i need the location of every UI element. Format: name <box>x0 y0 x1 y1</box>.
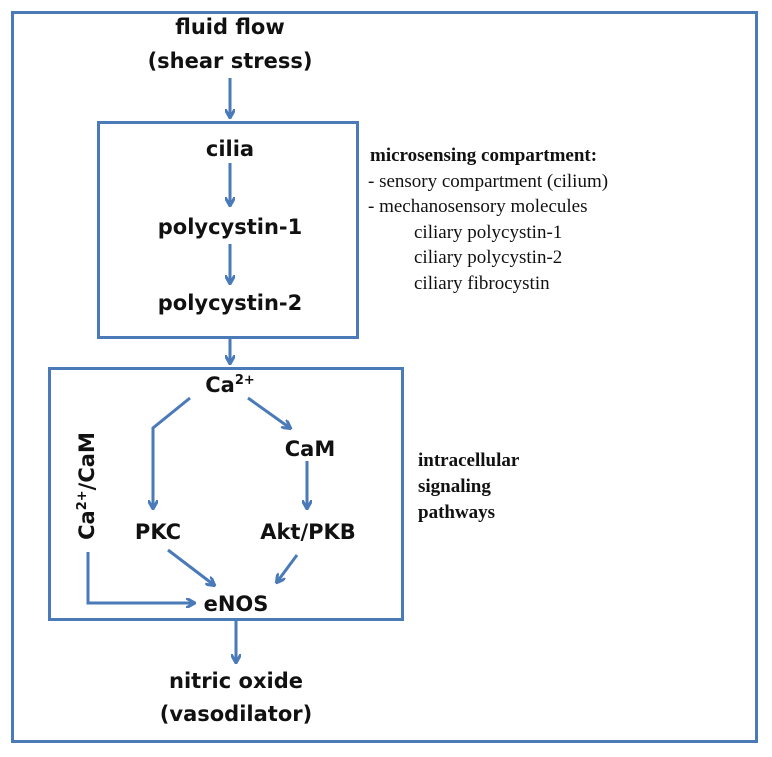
microsensing-line-2: - mechanosensory molecules <box>368 196 588 217</box>
signaling-box <box>48 367 404 621</box>
polycystin-1-node: polycystin-1 <box>157 215 303 239</box>
intracellular-line-3: pathways <box>418 502 496 523</box>
arrow-ca-to-cam <box>247 396 290 428</box>
pkc-node: PKC <box>134 520 182 544</box>
microsensing-line-1: - sensory compartment (cilium) <box>368 171 609 192</box>
cam-node: CaM <box>284 437 336 461</box>
nitric-oxide-node: nitric oxide <box>169 669 303 693</box>
calcium-base: Ca <box>205 373 235 397</box>
cilia-node: cilia <box>205 137 255 161</box>
vasodilator-node: (vasodilator) <box>159 702 313 726</box>
arrow-ca-to-pkc <box>153 396 191 508</box>
fluid-flow-label: fluid flow <box>175 15 285 39</box>
ca-cam-charge: 2+ <box>75 490 90 511</box>
microsensing-line-4: ciliary polycystin-2 <box>414 247 563 268</box>
intracellular-line-2: signaling <box>418 476 491 497</box>
arrow-cacam-to-enos <box>86 552 194 603</box>
microsensing-title: microsensing compartment: <box>370 145 598 166</box>
calcium-charge: 2+ <box>234 373 255 388</box>
microsensing-box <box>97 121 359 339</box>
shear-stress-label: (shear stress) <box>147 49 313 73</box>
akt-pkb-node: Akt/PKB <box>260 520 356 544</box>
arrow-pkc-to-enos <box>167 548 214 585</box>
ca-cam-base: Ca <box>75 510 99 540</box>
arrow-akt-to-enos <box>277 554 299 582</box>
calcium-calmodulin-label: Ca2+/CaM <box>74 431 100 541</box>
calcium-node: Ca2+ <box>190 372 270 399</box>
outer-frame <box>11 11 758 743</box>
microsensing-line-3: ciliary polycystin-1 <box>414 222 563 243</box>
ca-cam-rest: /CaM <box>75 432 99 491</box>
enos-node: eNOS <box>203 592 269 616</box>
intracellular-line-1: intracellular <box>418 450 520 471</box>
polycystin-2-node: polycystin-2 <box>157 291 303 315</box>
microsensing-line-5: ciliary fibrocystin <box>414 273 550 294</box>
